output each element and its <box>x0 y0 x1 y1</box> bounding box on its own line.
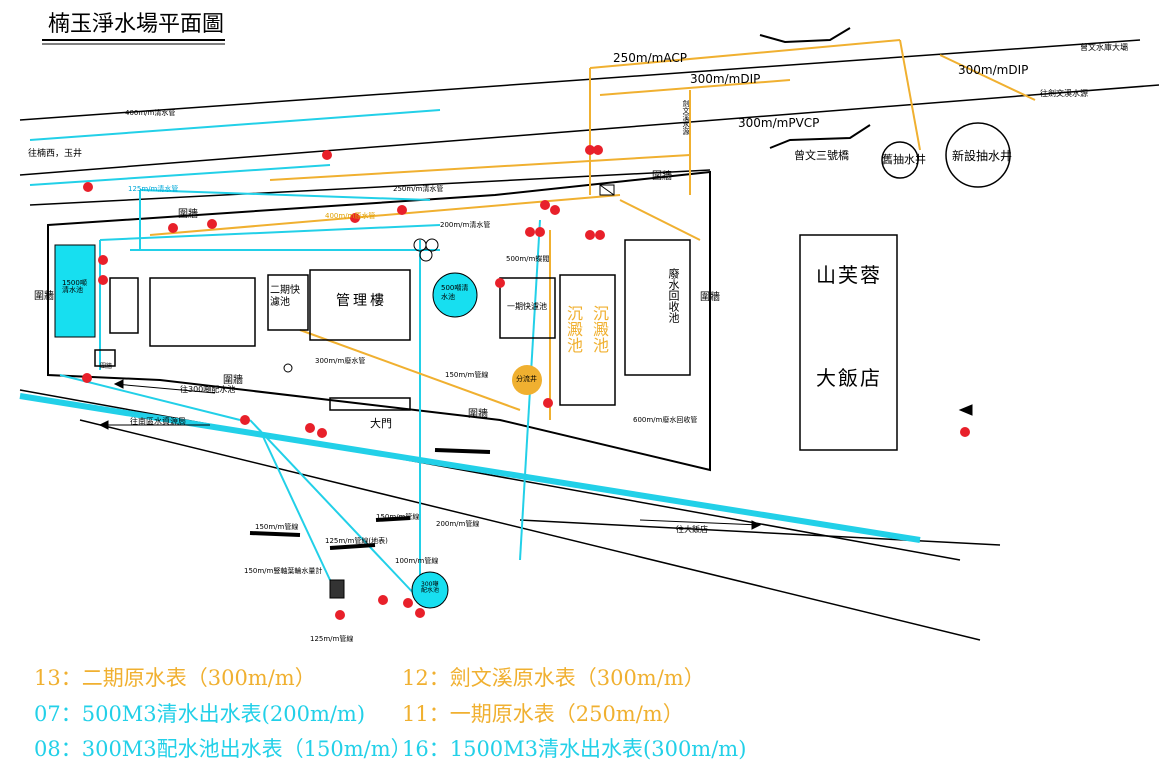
tank-300 <box>411 571 449 609</box>
legend-item-08: 08：300M3配水池出水表（150m/m） <box>34 737 412 761</box>
label-to-hotel: 往大飯店 <box>676 525 708 534</box>
label-pipe-500: 500m/m蝶閥 <box>506 255 550 263</box>
label-wall-5: 圍牆 <box>223 375 243 386</box>
label-wall-6: 圍牆 <box>468 409 488 420</box>
label-new-well: 新設抽水井 <box>952 149 1013 163</box>
label-to-300-tank: 往300噸配水池 <box>180 385 236 394</box>
legend-item-16: 16：1500M3清水出水表(300m/m) <box>402 737 747 761</box>
bridge <box>759 27 871 149</box>
clear-pipes <box>29 109 541 601</box>
ground-pipes <box>249 448 491 550</box>
label-main-gate: 大門 <box>370 417 392 430</box>
label-wall-1: 圍牆 <box>652 171 672 182</box>
label-wall-7: 圍牆 <box>100 363 113 370</box>
label-pipe-125-b: 125m/m管線(地表) <box>325 537 388 545</box>
hub-well-circle <box>512 365 542 395</box>
main-clear-pipe <box>19 393 921 543</box>
legend-item-11: 11：一期原水表（250m/m） <box>402 702 684 726</box>
old-well <box>881 141 919 179</box>
label-pipe-400-raw: 400m/m原水管 <box>325 212 376 220</box>
new-well <box>945 122 1011 188</box>
label-old-well: 舊抽水井 <box>882 153 926 166</box>
label-quick-filter-1: 一期快濾池 <box>507 302 547 311</box>
label-zengwen-bridge: 曾文三號橋 <box>794 149 849 162</box>
tank-500 <box>432 272 478 318</box>
valves <box>82 145 970 620</box>
label-pipe-150-c: 150m/m管線 <box>376 513 420 521</box>
direction-arrows <box>98 379 973 530</box>
label-pipe-200: 200m/m清水管 <box>440 221 491 229</box>
label-pipe-600: 600m/m廢水回收管 <box>633 416 698 424</box>
label-wall-3: 圍牆 <box>34 291 54 302</box>
label-hub-well: 分流井 <box>516 375 537 383</box>
label-pipe-250-clear: 250m/m清水管 <box>393 185 444 193</box>
legend-item-12: 12：劍文溪原水表（300m/m） <box>402 666 705 690</box>
label-pipe-125: 125m/m清水管 <box>128 185 179 193</box>
label-pipe-200-b: 200m/m管線 <box>436 520 480 528</box>
label-pipe-125-c: 125m/m管線 <box>310 635 354 643</box>
label-sediment-2: 沉澱池 <box>590 305 609 353</box>
label-to-nanqu: 往南區水資源局 <box>130 417 186 426</box>
label-hotel-name: 山芙蓉 <box>816 263 882 287</box>
label-tank-1500: 1500噸清水池 <box>62 279 87 294</box>
label-admin-building: 管理樓 <box>336 293 387 309</box>
label-dip-300-a: 300m/mDIP <box>690 72 761 86</box>
label-distribution-tank: 300噸配水池 <box>421 581 440 594</box>
label-wall-2: 圍牆 <box>178 209 198 220</box>
label-sediment-1: 沉澱池 <box>564 305 583 353</box>
label-pipe-150-meter: 150m/m豎軸葉輪水量計 <box>244 567 323 575</box>
label-pvcp-300: 300m/mPVCP <box>738 116 820 130</box>
meters <box>329 184 615 599</box>
label-dip-300-b: 300m/mDIP <box>958 63 1029 77</box>
label-to-jianwen-source: 往劍文溪水源 <box>1040 89 1088 98</box>
label-pipe-150-a: 150m/m管線 <box>445 371 489 379</box>
label-acp-250: 250m/mACP <box>613 51 687 65</box>
label-pipe-150-b: 150m/m管線 <box>255 523 299 531</box>
label-wall-4: 圍牆 <box>700 292 720 303</box>
label-zengwen-reservoir: 曾文水庫大壩 <box>1080 43 1128 52</box>
label-clear-tank-500: 500噸清水池 <box>441 284 469 302</box>
label-quick-filter-2: 二期快濾池 <box>270 285 300 308</box>
legend-item-13: 13：二期原水表（300m/m） <box>34 666 316 690</box>
tank-1500 <box>54 244 96 338</box>
label-pipe-100: 100m/m管線 <box>395 557 439 565</box>
buildings <box>94 234 898 451</box>
page-title: 楠玉淨水場平面圖 <box>48 12 225 37</box>
raw-pipes <box>149 39 1036 420</box>
manhole <box>283 363 293 373</box>
label-pipe-400-clear: 400m/m清水管 <box>125 109 176 117</box>
label-waste-recycle: 廢水回收池 <box>667 268 680 323</box>
label-pipe-300-waste: 300m/m廢水管 <box>315 357 366 365</box>
legend-item-07: 07：500M3清水出水表(200m/m) <box>34 702 366 726</box>
label-to-nanxi: 往楠西，玉井 <box>28 149 83 159</box>
label-jianwen-stream: 劍文溪水源 <box>682 100 690 135</box>
label-hotel-type: 大飯店 <box>816 366 882 390</box>
